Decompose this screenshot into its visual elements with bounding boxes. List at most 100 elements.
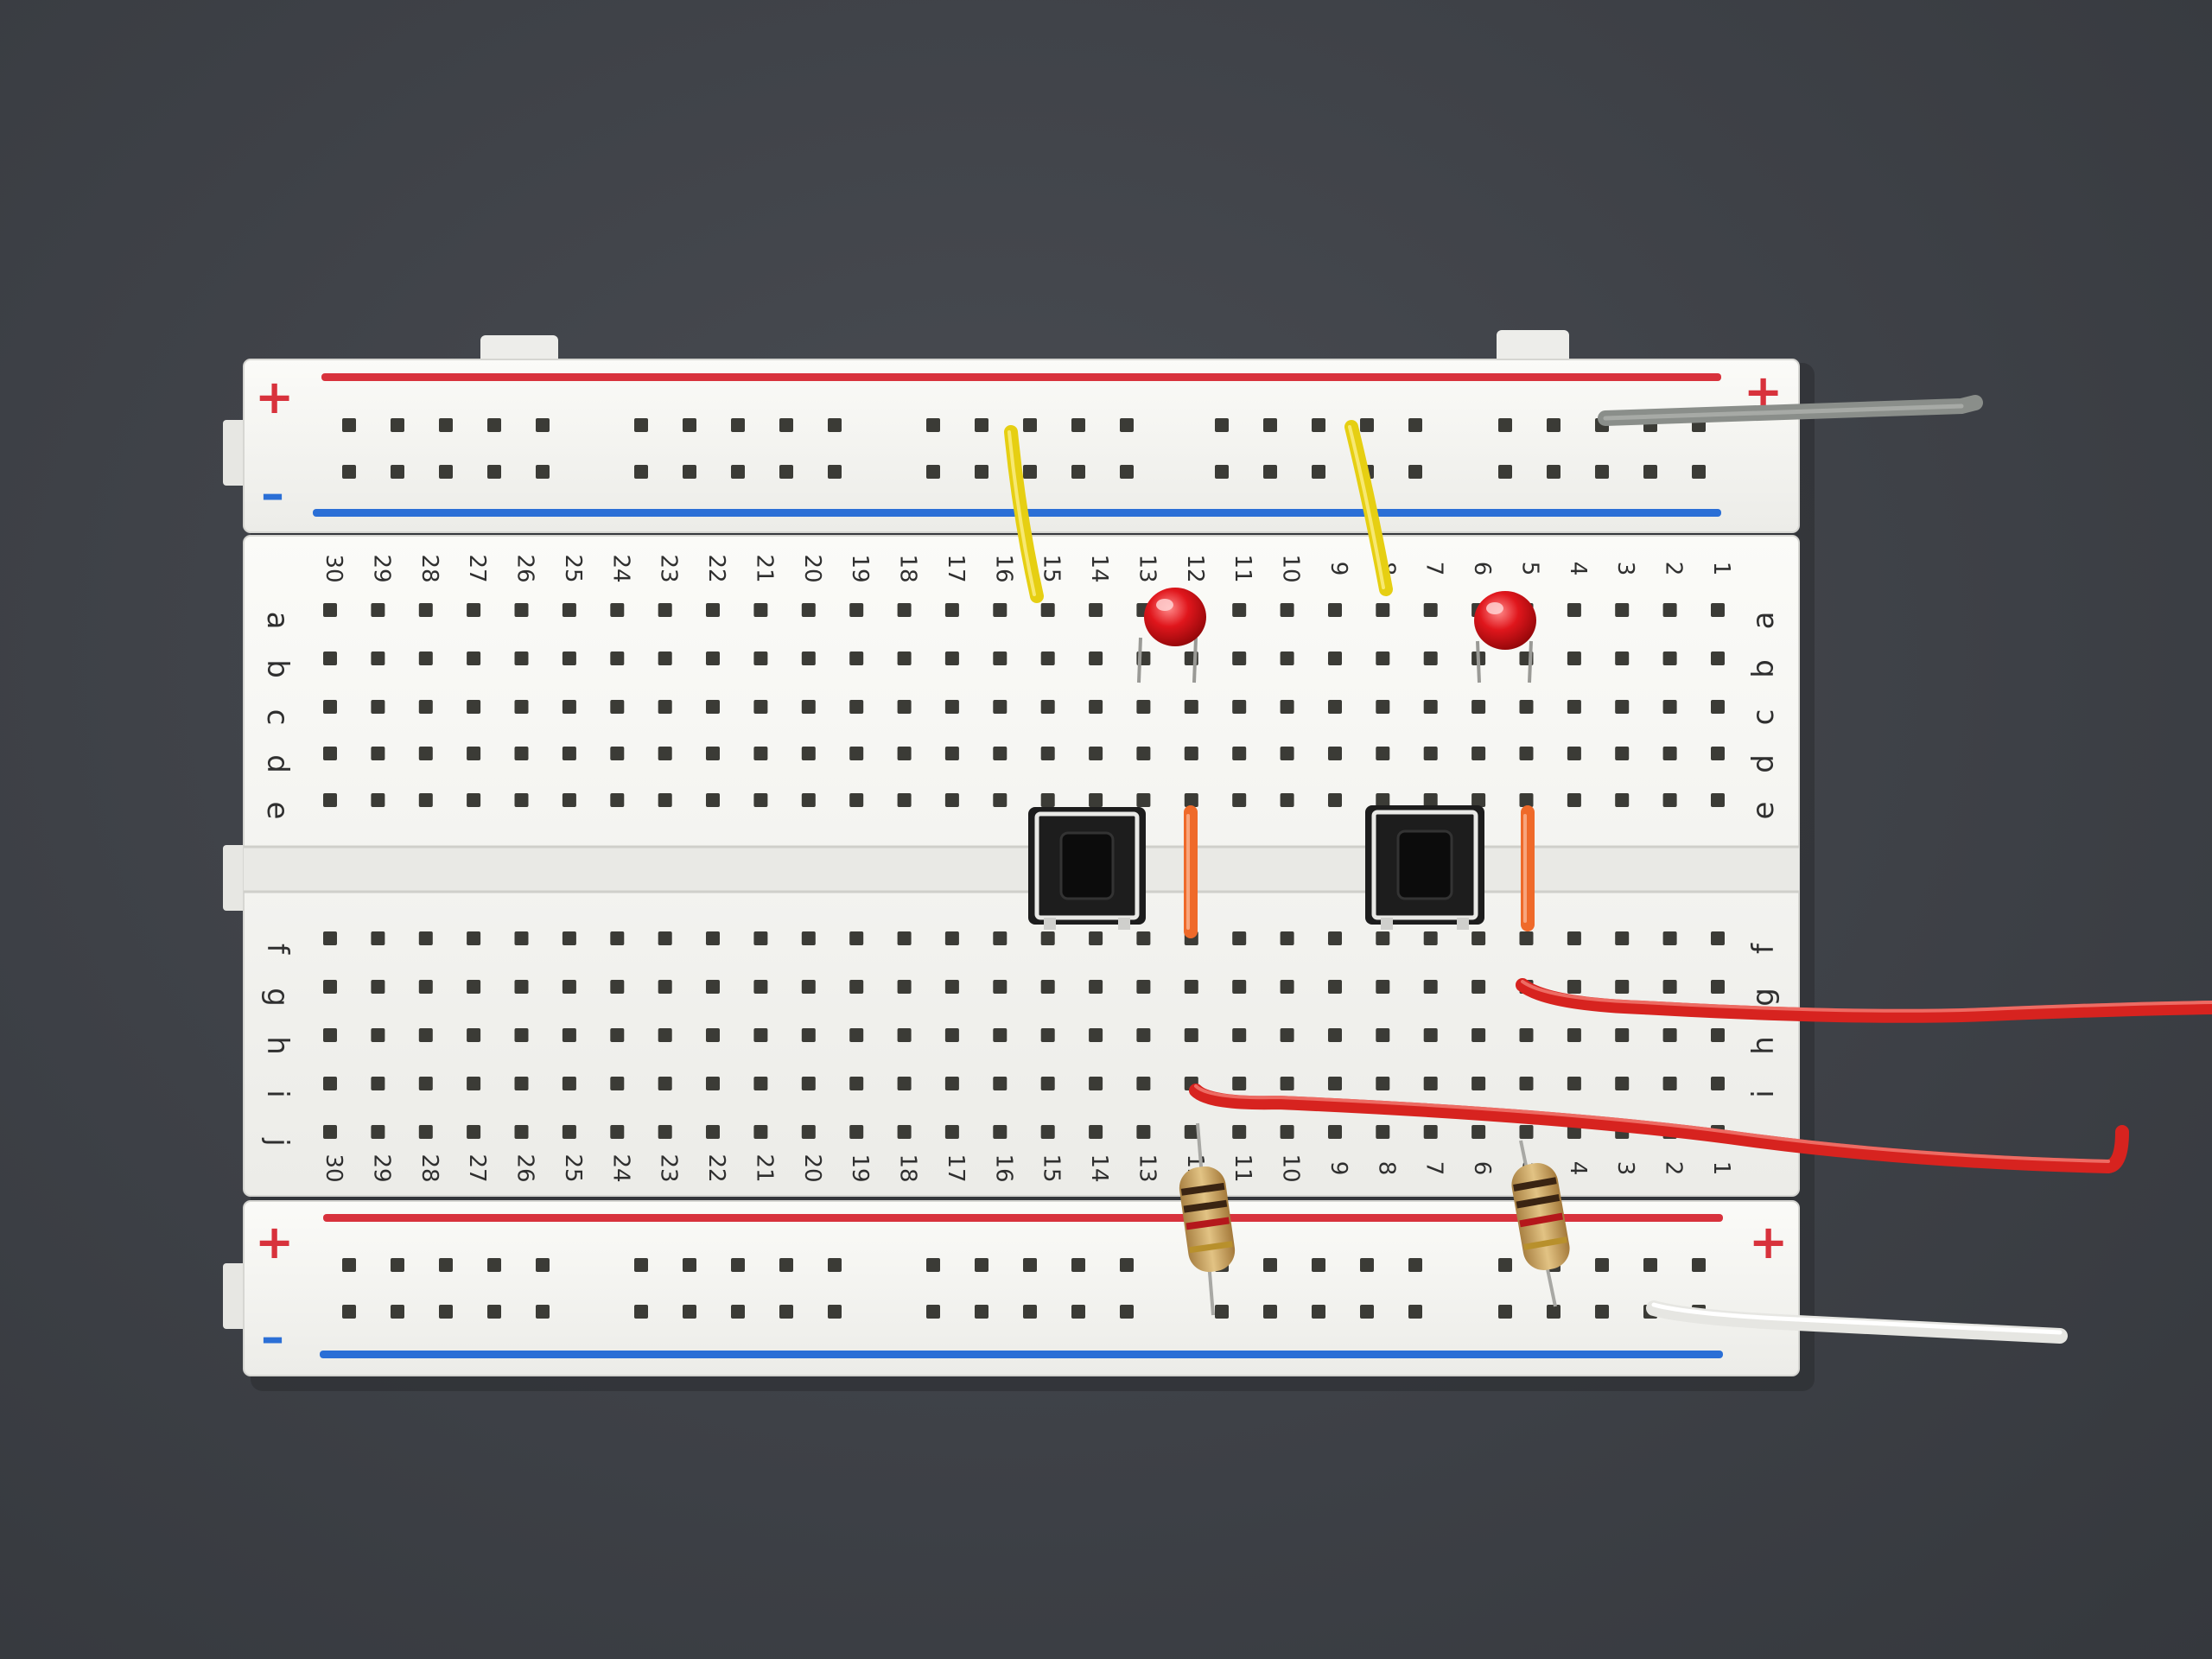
rail-hole (342, 418, 356, 432)
terminal-hole (849, 747, 864, 760)
terminal-hole (1136, 1125, 1151, 1139)
column-number: 8 (1373, 1161, 1399, 1176)
terminal-hole (1089, 700, 1103, 714)
rail-hole (1263, 1305, 1277, 1319)
terminal-hole (1089, 931, 1103, 945)
terminal-hole (944, 1077, 959, 1090)
terminal-hole (993, 1125, 1007, 1139)
terminal-hole (467, 747, 481, 760)
row-label: g (1746, 988, 1781, 1007)
terminal-hole (514, 1077, 529, 1090)
terminal-hole (1328, 700, 1342, 714)
rail-holes (342, 418, 1706, 479)
terminal-hole (849, 1077, 864, 1090)
column-number: 22 (703, 554, 729, 582)
terminal-hole (562, 931, 576, 945)
rail-hole (779, 1305, 793, 1319)
terminal-hole (658, 980, 672, 994)
rail-hole (731, 465, 745, 479)
terminal-hole (1471, 1028, 1486, 1042)
terminal-hole (897, 700, 912, 714)
column-number: 29 (368, 1154, 394, 1182)
terminal-hole (1376, 1125, 1390, 1139)
terminal-hole (801, 747, 816, 760)
terminal-hole (1184, 1125, 1198, 1139)
terminal-hole (1040, 603, 1055, 617)
rail-hole (828, 418, 842, 432)
column-number: 17 (943, 554, 969, 582)
terminal-hole (753, 931, 768, 945)
yellow-wire (1004, 425, 1044, 603)
terminal-hole (1280, 1077, 1294, 1090)
terminal-hole (849, 980, 864, 994)
row-label: d (260, 754, 295, 773)
terminal-hole (1423, 652, 1438, 665)
terminal-hole (1711, 980, 1725, 994)
terminal-hole (371, 603, 385, 617)
terminal-hole (1184, 1028, 1198, 1042)
terminal-hole (1040, 793, 1055, 807)
terminal-hole (1471, 793, 1486, 807)
terminal-hole (562, 1077, 576, 1090)
terminal-hole (849, 1125, 864, 1139)
rail-hole (487, 465, 501, 479)
terminal-hole (1328, 747, 1342, 760)
terminal-hole (1662, 980, 1677, 994)
column-number: 26 (512, 554, 538, 582)
push-button (1028, 807, 1146, 930)
terminal-hole (610, 603, 625, 617)
terminal-hole (514, 1028, 529, 1042)
terminal-hole (1232, 652, 1247, 665)
rail-hole (391, 1305, 404, 1319)
rail-hole (1498, 465, 1512, 479)
terminal-hole (418, 652, 433, 665)
column-number: 13 (1134, 1154, 1160, 1182)
column-number: 16 (990, 1154, 1016, 1182)
terminal-hole (1328, 1125, 1342, 1139)
terminal-hole (993, 603, 1007, 617)
terminal-hole (658, 747, 672, 760)
terminal-hole (1711, 700, 1725, 714)
terminal-hole (1471, 700, 1486, 714)
rail-hole (828, 1258, 842, 1272)
terminal-hole (1089, 652, 1103, 665)
terminal-hole (1232, 747, 1247, 760)
rail-hole (1263, 418, 1277, 432)
red-rail-line (323, 1214, 1723, 1222)
terminal-hole (610, 700, 625, 714)
terminal-hole (467, 793, 481, 807)
terminal-hole (1615, 1028, 1630, 1042)
terminal-hole (1232, 1077, 1247, 1090)
rail-hole (926, 418, 940, 432)
terminal-hole (562, 1125, 576, 1139)
column-number: 20 (799, 554, 825, 582)
column-number: 30 (321, 554, 346, 582)
terminal-hole (1423, 700, 1438, 714)
red-led (1144, 588, 1206, 646)
terminal-hole (897, 1077, 912, 1090)
rail-hole (634, 1258, 648, 1272)
terminal-hole (658, 793, 672, 807)
terminal-hole (1232, 931, 1247, 945)
terminal-hole (801, 980, 816, 994)
terminal-hole (1040, 1125, 1055, 1139)
column-number: 21 (751, 554, 777, 582)
rail-hole (1408, 465, 1422, 479)
rail-hole (779, 1258, 793, 1272)
terminal-hole (323, 1077, 337, 1090)
terminal-hole (1184, 700, 1198, 714)
terminal-hole (1662, 1077, 1677, 1090)
rail-hole (487, 418, 501, 432)
terminal-hole (1376, 793, 1390, 807)
column-number: 6 (1469, 1161, 1495, 1176)
terminal-hole (1662, 747, 1677, 760)
terminal-hole (418, 980, 433, 994)
terminal-hole (944, 700, 959, 714)
rail-hole (828, 465, 842, 479)
column-number: 23 (656, 554, 682, 582)
terminal-hole (993, 652, 1007, 665)
terminal-hole (323, 980, 337, 994)
led-lead (1476, 640, 1481, 683)
terminal-hole (1328, 980, 1342, 994)
terminal-hole (1423, 793, 1438, 807)
